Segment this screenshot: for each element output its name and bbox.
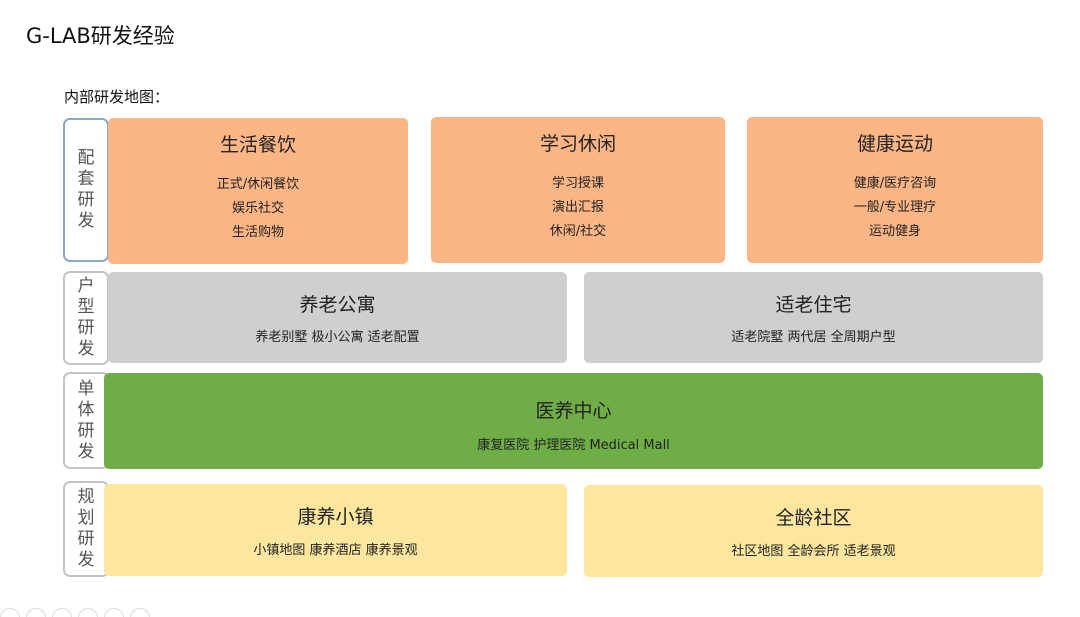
card-line: 学习授课 bbox=[551, 176, 604, 191]
dot-shape bbox=[78, 608, 98, 617]
row-label-char: 发 bbox=[77, 550, 95, 570]
row-label-char: 规 bbox=[77, 487, 95, 507]
card-heading: 康养小镇 bbox=[297, 506, 374, 528]
card-senior-housing: 适老住宅 适老院墅 两代居 全周期户型 bbox=[584, 272, 1043, 363]
row-label-char: 单 bbox=[77, 378, 95, 399]
card-line: 健康/医疗咨询 bbox=[853, 176, 937, 191]
decorative-dots bbox=[0, 608, 150, 617]
card-learning: 学习休闲 学习授课 演出汇报 休闲/社交 bbox=[431, 117, 725, 263]
card-line: 康复医院 护理医院 Medical Mall bbox=[477, 438, 670, 453]
row-label-char: 发 bbox=[77, 211, 95, 231]
row-label-unit-type: 户 型 研 发 bbox=[63, 271, 109, 365]
card-line: 生活购物 bbox=[231, 225, 284, 240]
card-heading: 学习休闲 bbox=[539, 133, 616, 155]
row-label-char: 研 bbox=[77, 529, 95, 549]
row-label-planning: 规 划 研 发 bbox=[63, 481, 109, 577]
card-line: 娱乐社交 bbox=[231, 201, 284, 216]
card-heading: 医养中心 bbox=[535, 400, 612, 422]
card-heading: 生活餐饮 bbox=[219, 134, 296, 156]
row-label-char: 体 bbox=[77, 399, 95, 420]
row-label-char: 划 bbox=[77, 508, 95, 528]
dot-shape bbox=[0, 608, 20, 617]
card-heading: 养老公寓 bbox=[299, 294, 376, 316]
row-label-char: 型 bbox=[77, 297, 95, 317]
card-health: 健康运动 健康/医疗咨询 一般/专业理疗 运动健身 bbox=[747, 117, 1043, 263]
card-line: 正式/休闲餐饮 bbox=[216, 177, 300, 192]
dot-shape bbox=[104, 608, 124, 617]
card-line: 小镇地图 康养酒店 康养景观 bbox=[253, 543, 418, 558]
row-label-building: 单 体 研 发 bbox=[63, 372, 109, 469]
card-heading: 适老住宅 bbox=[775, 294, 852, 316]
diagram-subtitle: 内部研发地图： bbox=[64, 88, 170, 106]
card-heading: 健康运动 bbox=[856, 133, 933, 155]
row-label-char: 配 bbox=[77, 148, 95, 168]
card-all-age-community: 全龄社区 社区地图 全龄会所 适老景观 bbox=[584, 485, 1043, 577]
row-label-char: 发 bbox=[77, 339, 95, 359]
row-label-char: 发 bbox=[77, 441, 95, 462]
card-dining: 生活餐饮 正式/休闲餐饮 娱乐社交 生活购物 bbox=[108, 118, 408, 264]
row-label-char: 户 bbox=[77, 276, 95, 296]
row-label-amenity: 配 套 研 发 bbox=[63, 118, 109, 262]
page-title: G-LAB研发经验 bbox=[26, 24, 175, 48]
dot-shape bbox=[52, 608, 72, 617]
row-label-char: 套 bbox=[77, 169, 95, 189]
card-line: 养老别墅 极小公寓 适老配置 bbox=[255, 330, 420, 345]
card-line: 社区地图 全龄会所 适老景观 bbox=[731, 544, 896, 559]
card-heading: 全龄社区 bbox=[775, 507, 852, 529]
dot-shape bbox=[130, 608, 150, 617]
row-label-char: 研 bbox=[77, 318, 95, 338]
row-label-char: 研 bbox=[77, 190, 95, 210]
card-wellness-town: 康养小镇 小镇地图 康养酒店 康养景观 bbox=[104, 484, 567, 576]
card-medical-care-center: 医养中心 康复医院 护理医院 Medical Mall bbox=[104, 373, 1043, 469]
card-line: 休闲/社交 bbox=[549, 224, 607, 239]
card-line: 一般/专业理疗 bbox=[853, 200, 937, 215]
card-line: 适老院墅 两代居 全周期户型 bbox=[731, 330, 896, 345]
dot-shape bbox=[26, 608, 46, 617]
row-label-char: 研 bbox=[77, 420, 95, 441]
card-senior-apartment: 养老公寓 养老别墅 极小公寓 适老配置 bbox=[108, 272, 567, 363]
card-line: 运动健身 bbox=[868, 224, 921, 239]
card-line: 演出汇报 bbox=[551, 200, 604, 215]
